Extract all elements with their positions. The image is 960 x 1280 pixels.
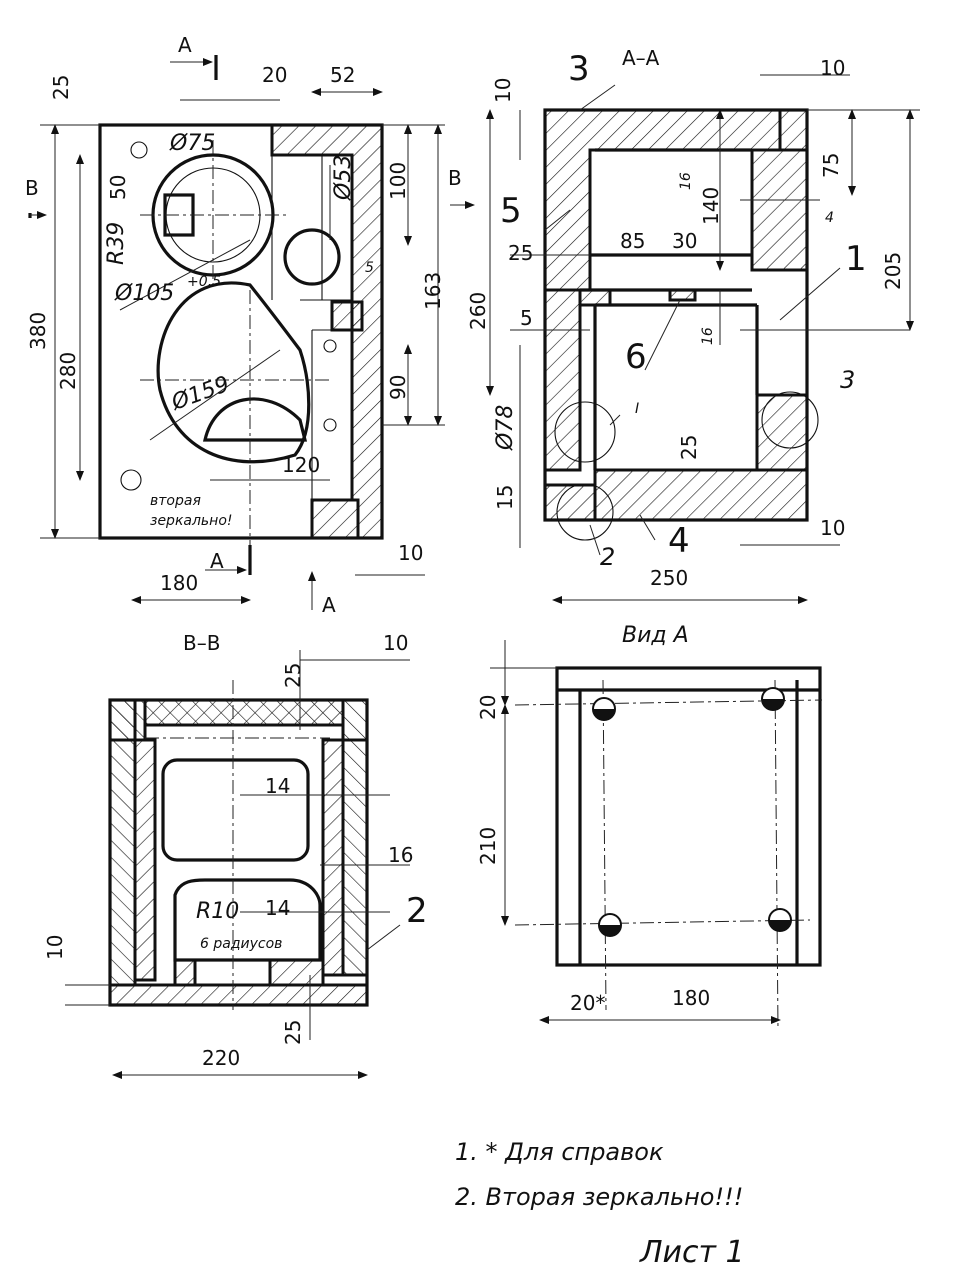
view-a-dim-20-ref: 20* [570, 991, 605, 1015]
hole-d53 [283, 228, 341, 286]
dim-52: 52 [330, 63, 355, 87]
bb-dim-10-bottom: 10 [43, 935, 67, 960]
aa-dim-250: 250 [650, 566, 688, 590]
dim-dia105: Ø105 [114, 281, 174, 306]
aa-dim-260: 260 [466, 292, 490, 330]
aa-dim-85: 85 [620, 229, 645, 253]
dim-163: 163 [421, 272, 445, 310]
bb-dim-25-bottom: 25 [281, 1020, 305, 1045]
bb-note-radii: 6 радиусов [200, 936, 282, 952]
note-1: 1. * Для справок [455, 1138, 664, 1166]
dim-dia75: Ø75 [169, 131, 215, 156]
aa-dim-75: 75 [819, 153, 843, 178]
aa-dim-5: 5 [520, 306, 533, 330]
view-a [490, 640, 823, 1031]
front-view [28, 55, 475, 610]
dim-380: 380 [26, 312, 50, 350]
hole-d159 [156, 281, 311, 464]
section-aa-title: A–A [622, 46, 660, 70]
label-b-left: B [25, 176, 39, 200]
dim-25: 25 [49, 75, 73, 100]
label-a-top: A [178, 33, 192, 57]
front-view-labels: A A A B B 20 52 25 50 380 280 100 163 90… [25, 33, 462, 617]
dim-100: 100 [386, 162, 410, 200]
view-a-title: Вид А [622, 623, 689, 648]
view-a-dim-210: 210 [476, 827, 500, 865]
dim-180: 180 [160, 571, 198, 595]
view-a-dim-180: 180 [672, 986, 710, 1010]
sheet-number: Лист 1 [639, 1235, 745, 1270]
part-1: 1 [845, 239, 867, 279]
label-b-right: B [448, 166, 462, 190]
dim-10: 10 [398, 541, 423, 565]
aa-dim-30: 30 [672, 229, 697, 253]
note-line-2: зеркально! [150, 513, 233, 529]
section-bb [65, 650, 410, 1079]
aa-dim-140: 140 [699, 187, 723, 225]
bb-dim-14-bottom: 14 [265, 896, 290, 920]
dim-dia53: Ø53 [331, 155, 356, 201]
view-a-dim-20: 20 [476, 695, 500, 720]
section-bb-title: B–B [183, 631, 220, 655]
dim-20: 20 [262, 63, 287, 87]
aa-dim-205: 205 [881, 252, 905, 290]
section-bb-labels: B–B 25 10 14 16 14 R10 6 радиусов 10 25 … [43, 631, 428, 1070]
aa-dim-25: 25 [508, 241, 533, 265]
bb-dim-16: 16 [388, 843, 413, 867]
part-3: 3 [568, 49, 590, 89]
part-6: 6 [625, 337, 647, 377]
aa-dim-10-top: 10 [820, 56, 845, 80]
section-aa-labels: A–A 10 10 75 16 140 4 205 25 85 30 260 5… [466, 46, 905, 590]
aa-dim-4: 4 [825, 210, 834, 226]
label-a-arrow: A [322, 593, 336, 617]
part-4: 4 [668, 521, 690, 561]
note-2: 2. Вторая зеркально!!! [455, 1183, 743, 1211]
dim-280: 280 [56, 352, 80, 390]
bb-dim-25: 25 [281, 663, 305, 688]
bb-dim-r10: R10 [196, 899, 239, 924]
part-2: 2 [600, 543, 615, 571]
bb-dim-14-top: 14 [265, 774, 290, 798]
dim-120: 120 [282, 453, 320, 477]
label-a-bottom: A [210, 549, 224, 573]
bb-dim-220: 220 [202, 1046, 240, 1070]
dim-r39: R39 [104, 222, 129, 265]
dim-tolerance: +0,5 [187, 274, 221, 290]
aa-dim-25-low: 25 [677, 435, 701, 460]
note-line-1: вторая [150, 493, 201, 509]
view-a-labels: Вид А 20 210 20* 180 [476, 623, 710, 1015]
aa-dim-16-mid: 16 [700, 327, 716, 345]
dim-90: 90 [386, 375, 410, 400]
part-5: 5 [500, 191, 522, 231]
dim-5: 5 [365, 260, 374, 276]
aa-dim-15: 15 [493, 485, 517, 510]
aa-dim-10-bottom: 10 [820, 516, 845, 540]
bb-part-2: 2 [406, 891, 428, 931]
aa-dim-16-top: 16 [678, 172, 694, 190]
bb-dim-10: 10 [383, 631, 408, 655]
dim-50: 50 [106, 175, 130, 200]
part-3-detail: 3 [840, 366, 855, 394]
aa-detail-i: I [635, 401, 639, 417]
aa-dim-d78: Ø78 [493, 405, 518, 451]
section-aa [486, 74, 920, 604]
notes-block: 1. * Для справок 2. Вторая зеркально!!! … [455, 1138, 745, 1270]
aa-dim-10-left: 10 [491, 78, 515, 103]
